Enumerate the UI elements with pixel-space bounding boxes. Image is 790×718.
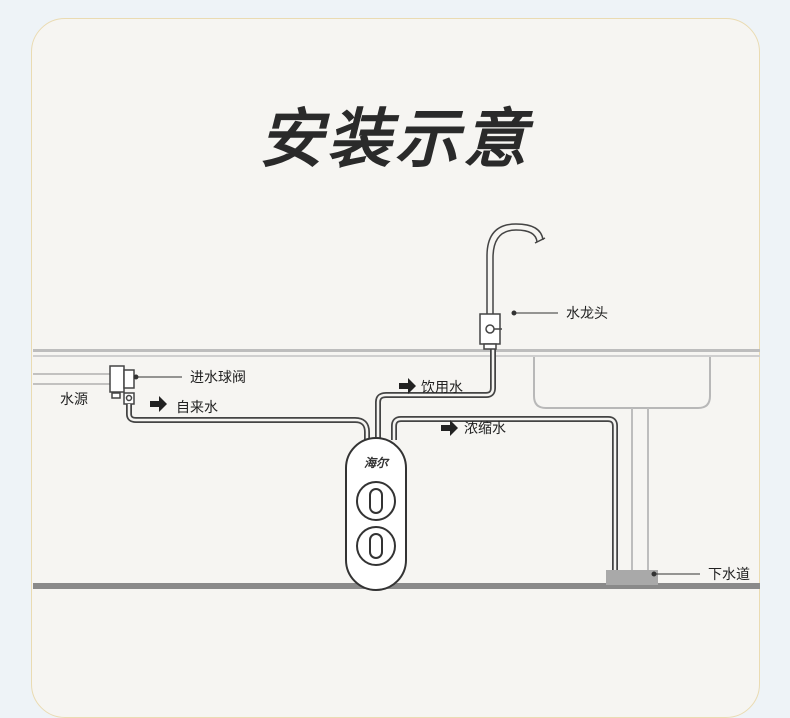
inlet-valve-label: 进水球阀 [190,370,246,386]
sink-basin [533,357,711,409]
tap-water-arrow-icon [150,396,167,412]
countertop [33,349,760,357]
faucet-label: 水龙头 [566,306,608,322]
water-source-pipe [33,373,110,385]
water-source-label: 水源 [60,392,88,408]
tap-water-label: 自来水 [176,400,218,416]
drain-label: 下水道 [708,567,750,583]
drinking-water-arrow-icon [399,378,416,394]
concentrate-water-arrow-icon [441,420,458,436]
content-card [31,18,760,718]
concentrate-water-pipe [391,416,618,570]
faucet [479,223,546,350]
tap-water-pipe [126,404,370,440]
floor-line [33,583,760,589]
brand-logo: 海尔 [364,456,390,470]
drinking-water-label: 饮用水 [421,380,463,396]
concentrate-water-label: 浓缩水 [464,421,506,437]
sink-drain-pipe [631,408,649,570]
water-purifier-unit [345,437,407,591]
installation-diagram: 海尔 水龙头 进水球阀 水源 自来水 饮用水 浓缩水 下水道 [33,223,760,591]
drain-block [606,570,658,585]
inlet-valve [109,365,135,405]
page-title: 安装示意 [259,103,531,177]
